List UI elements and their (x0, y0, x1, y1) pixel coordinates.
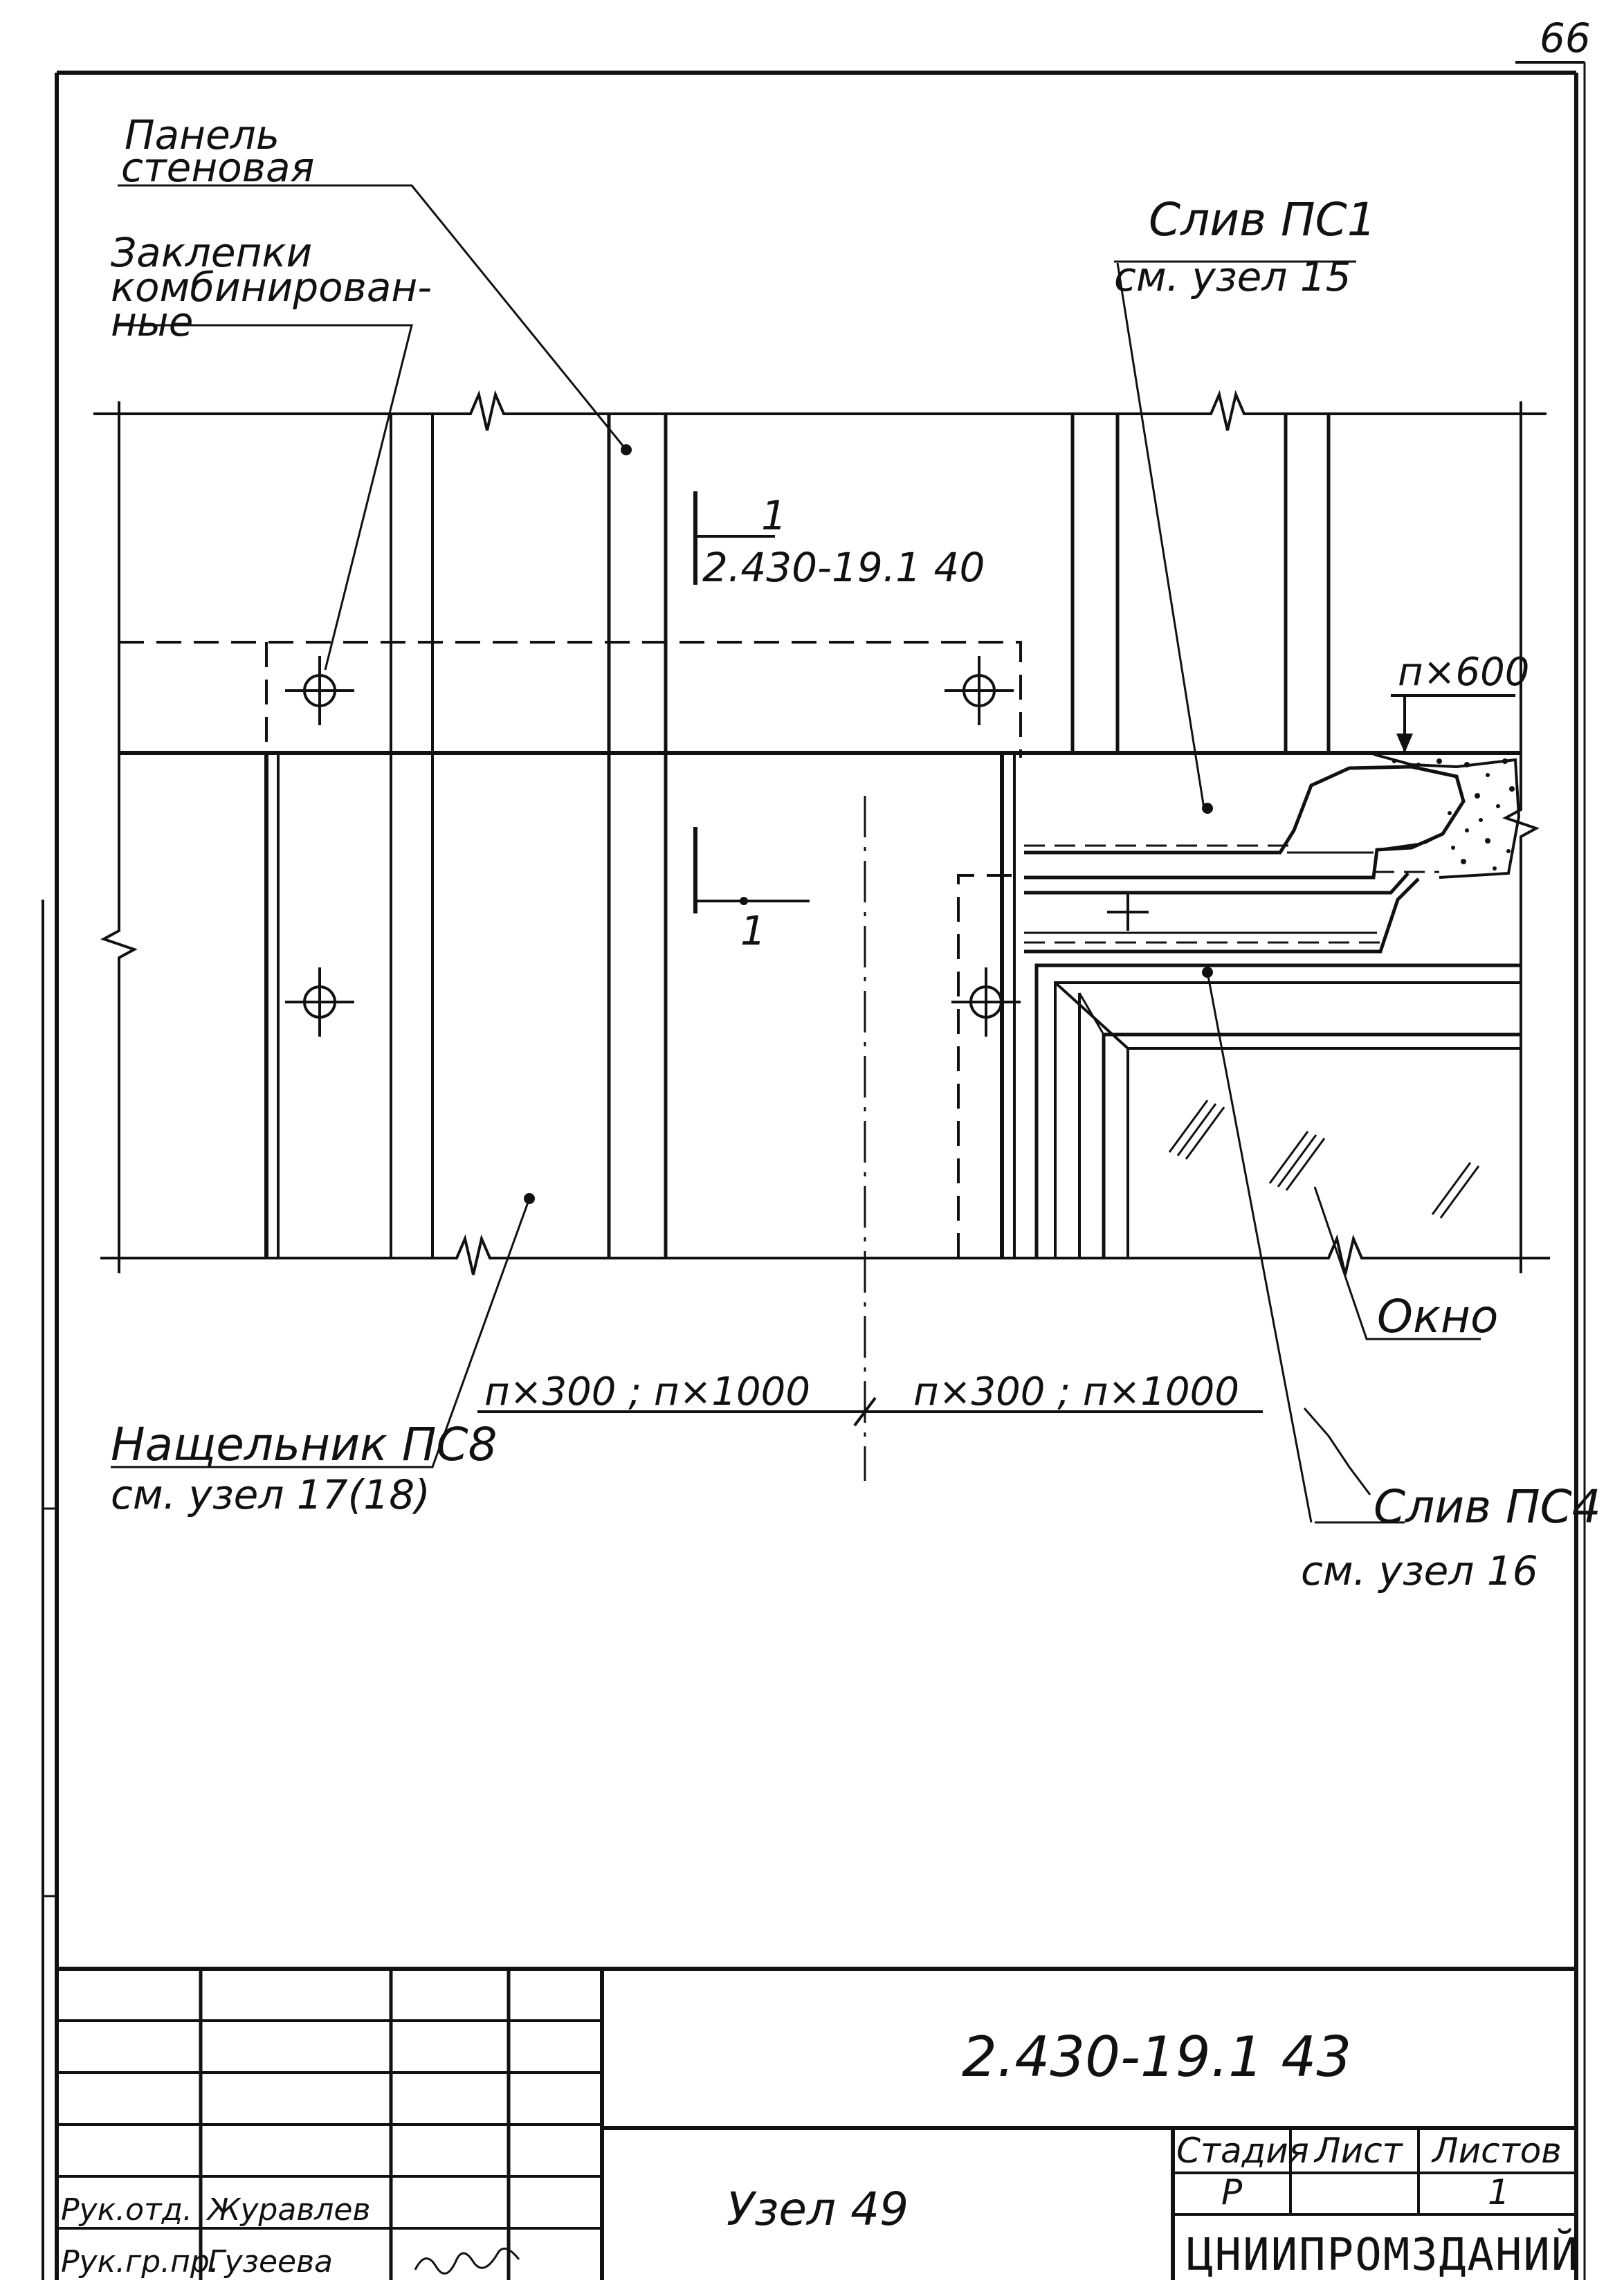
section-reference: 2.430-19.1 40 (702, 544, 985, 591)
sheet-header: Лист (1313, 2131, 1404, 2171)
label-rivets-line2: комбинирован- (111, 264, 432, 311)
label-window: Окно (1377, 1290, 1498, 1343)
rivet-4 (951, 967, 1021, 1037)
rivet-symbols (285, 656, 1021, 1037)
label-flashing-line1: Нащельник ПС8 (111, 1418, 498, 1471)
insulation-outline (1373, 753, 1521, 879)
page-number: 66 (1540, 15, 1591, 62)
section-mark-bottom: 1 (693, 827, 810, 954)
name-2: Гузеева (208, 2244, 333, 2279)
section-mark-number-top: 1 (761, 492, 787, 539)
right-break-line (1502, 401, 1540, 1273)
dimension-left: п×300 ; п×1000 (484, 1369, 810, 1414)
lower-dashed-outline (957, 874, 1024, 1258)
label-panel-line2: стеновая (121, 144, 314, 191)
bottom-break-line (100, 1234, 1550, 1275)
label-drain-pc1-line1: Слив ПС1 (1149, 193, 1376, 246)
leader-lines (111, 184, 1481, 1524)
dimension-right: п×300 ; п×1000 (913, 1369, 1239, 1414)
facade-elevation: 1 2.430-19.1 40 1 п×300 ; п×1000 п×300 ;… (93, 111, 1601, 1594)
label-panel-line1: Панель (125, 111, 280, 158)
rivet-3 (285, 967, 354, 1037)
window-frame (1034, 963, 1521, 1258)
document-code: 2.430-19.1 43 (962, 2025, 1351, 2089)
label-drain-pc4-line2: см. узел 16 (1301, 1547, 1538, 1594)
role-1: Рук.отд. (61, 2192, 192, 2228)
title-block: 2.430-19.1 43 Узел 49 Стадия Лист Листов… (57, 1967, 1579, 2281)
label-rivets-line1: Заклепки (111, 229, 312, 276)
top-break-line (93, 390, 1547, 431)
label-flashing-line2: см. узел 17(18) (111, 1471, 430, 1518)
role-2: Рук.гр.пр. (61, 2244, 219, 2279)
name-1: Журавлев (206, 2192, 370, 2228)
label-drain-pc4-line1: Слив ПС4 (1374, 1480, 1601, 1533)
rivet-2 (945, 656, 1014, 725)
upper-dashed-outline (119, 641, 1022, 758)
stage-header: Стадия (1176, 2131, 1309, 2171)
left-break-line (100, 401, 138, 1273)
panel-seams (390, 414, 1331, 1258)
dimension-line: п×300 ; п×1000 п×300 ; п×1000 (477, 1369, 1263, 1427)
dimension-top-right-text: п×600 (1398, 650, 1529, 695)
section-mark-number-bottom: 1 (740, 907, 766, 954)
drain-pc4 (1024, 872, 1420, 954)
label-rivets-line3: ные (111, 298, 193, 345)
leader-dots (524, 444, 1213, 1204)
stage-value: Р (1221, 2172, 1243, 2212)
sheets-header: Листов (1431, 2131, 1562, 2171)
drain-pc1 (1024, 765, 1466, 880)
organization: ЦНИИПРОМЗДАНИЙ (1187, 2228, 1579, 2281)
sheet-frame (42, 62, 1586, 2280)
dimension-top-right: п×600 (1391, 650, 1529, 753)
rivet-1 (285, 656, 354, 725)
signature (414, 2247, 520, 2275)
label-drain-pc1-line2: см. узел 15 (1114, 253, 1351, 300)
glass-hatching (1168, 1100, 1480, 1219)
sheet-title: Узел 49 (727, 2183, 909, 2236)
flashing-pc8 (264, 754, 1016, 1258)
sheets-value: 1 (1488, 2172, 1510, 2212)
section-mark-top: 1 2.430-19.1 40 (693, 491, 985, 591)
